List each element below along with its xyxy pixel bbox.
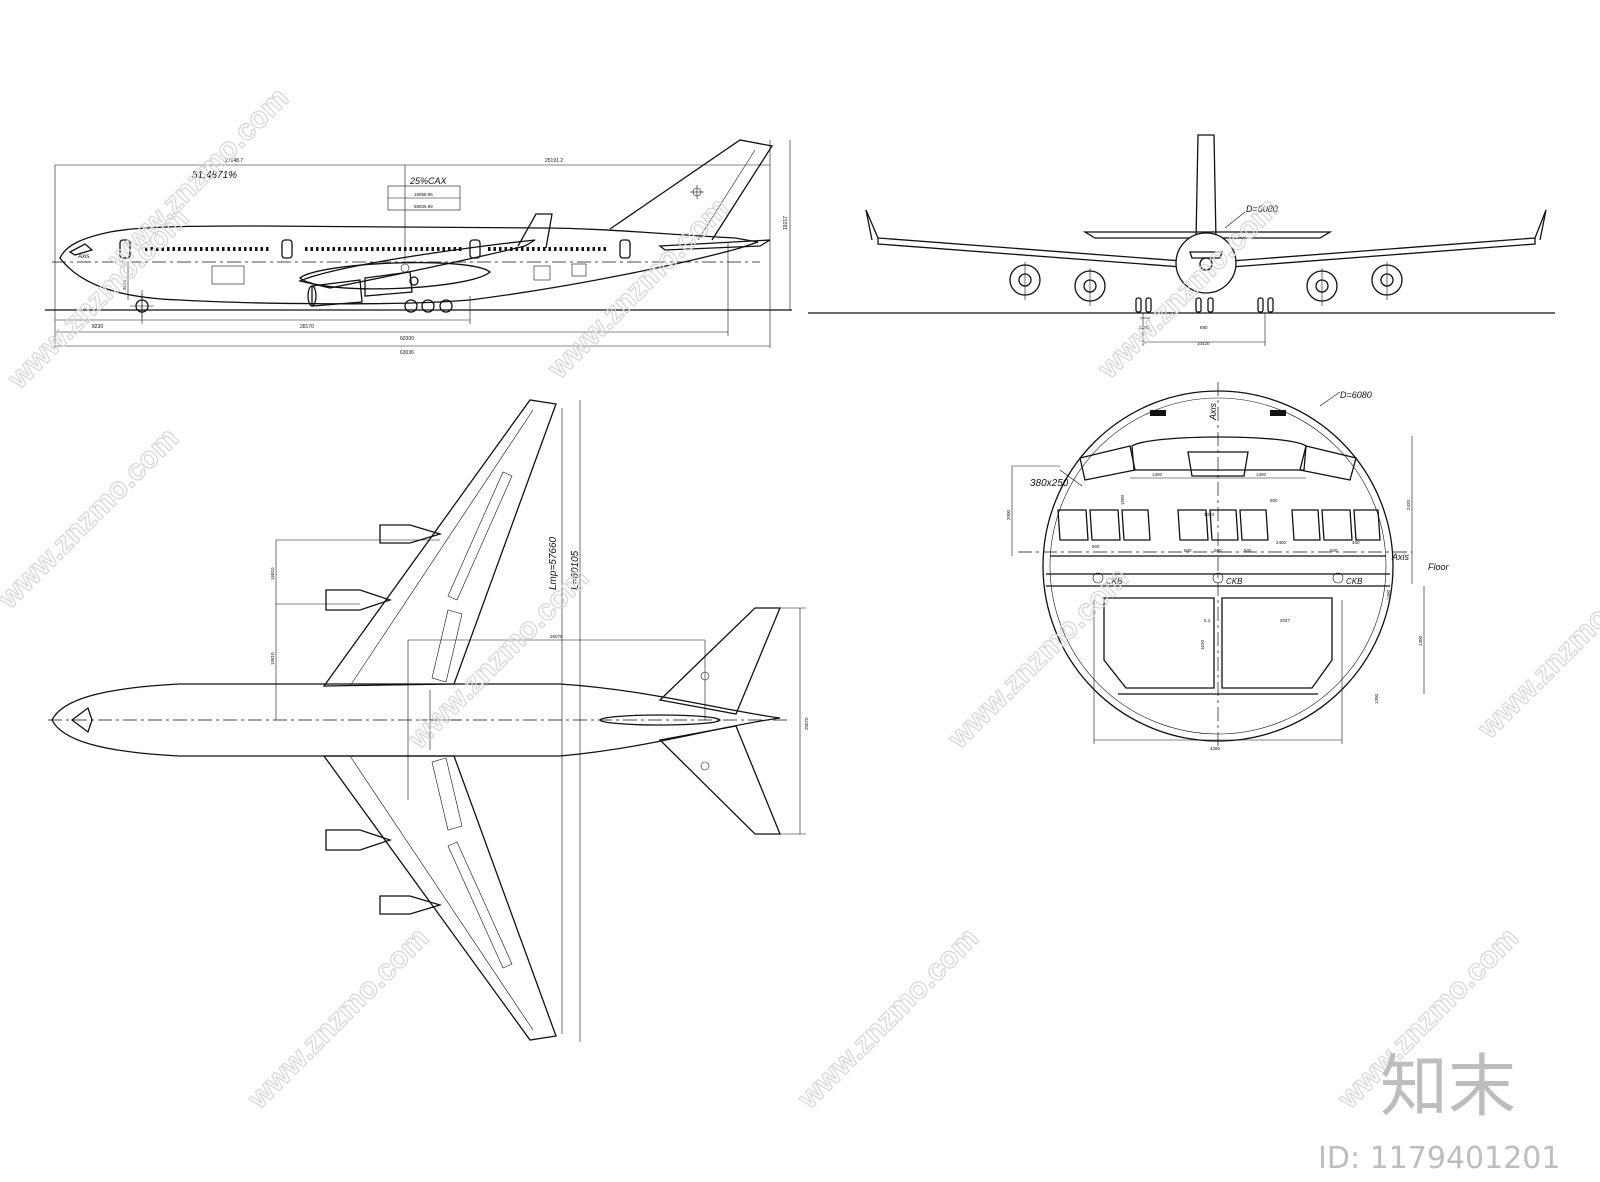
- front-diameter-label: D=6080: [1246, 204, 1278, 214]
- dim-top-left: 27148.7: [225, 158, 243, 164]
- dim-track: 10420: [1197, 341, 1210, 346]
- dim-c1: 1300: [1386, 589, 1391, 600]
- dim-stab: 20070: [804, 717, 809, 730]
- watermark-id: ID: 1179401201: [1318, 1141, 1560, 1176]
- axis-label: Axis: [77, 254, 89, 260]
- watermark-text: www.znzmo.com: [0, 422, 185, 616]
- dim-b5: 500: [1330, 548, 1338, 553]
- watermark-text: www.znzmo.com: [541, 192, 735, 386]
- dim-small: 5.1: [1204, 618, 1211, 623]
- dim-gear-1: 2200: [1139, 325, 1150, 330]
- dim-cax-1: 18058.95: [414, 192, 433, 197]
- dim-a3: 2400: [1276, 540, 1287, 545]
- dim-eng-1: 16810: [270, 567, 275, 580]
- dim-height: 19217: [783, 216, 789, 230]
- dim-fuse-len: 60300: [400, 336, 414, 342]
- section-axis-label-2: Axis: [1391, 552, 1410, 562]
- seat-label: 380x250: [1030, 478, 1069, 489]
- floor-label: Floor: [1428, 562, 1450, 572]
- watermark-text: www.znzmo.com: [1471, 552, 1600, 746]
- watermark-logo: 知末: [1380, 1048, 1516, 1127]
- dim-seat-h: 1500: [1120, 494, 1125, 505]
- dim-side-h: 2000: [1006, 509, 1011, 520]
- cross-section: D=6080 Axis Axis Floor 380x250 CKB CKB C…: [1006, 382, 1450, 751]
- dim-b2: 500: [1184, 548, 1192, 553]
- dim-c3: 1300: [1374, 693, 1379, 704]
- section-axis-label: Axis: [1208, 402, 1218, 421]
- dim-b3: 500: [1214, 548, 1222, 553]
- dim-gear-2: 880: [1200, 325, 1208, 330]
- dim-cax-2: 68836.89: [414, 204, 433, 209]
- side-view: 51,4871% 25%CAX Axis 27148.7 25191.2 180…: [45, 139, 792, 356]
- dim-bin-1: 1300: [1152, 472, 1163, 477]
- dim-bin-2: 1300: [1256, 472, 1267, 477]
- top-view: Lmp=57660 L=60105 16810 10810 28075 2007…: [48, 399, 809, 1042]
- watermark-text: www.znzmo.com: [1091, 192, 1285, 386]
- dim-a2: 500: [1270, 498, 1278, 503]
- cax-label: 25%CAX: [409, 176, 448, 186]
- dim-gear: 3616: [122, 279, 127, 290]
- dim-total-len: 63036: [400, 350, 414, 356]
- dim-c2: 1300: [1418, 635, 1423, 646]
- dim-a4: 450: [1352, 540, 1360, 545]
- dim-top-right: 25191.2: [545, 158, 563, 164]
- dim-cargo-w: 2047: [1280, 618, 1291, 623]
- span-label: L=60105: [570, 550, 581, 590]
- seat-rows: [1057, 509, 1381, 541]
- flaps: [431, 471, 513, 969]
- section-diameter-label: D=6080: [1340, 390, 1372, 400]
- ckb-label-center: CKB: [1226, 577, 1243, 586]
- dim-b1: 500: [1092, 544, 1100, 549]
- watermark-text: www.znzmo.com: [401, 562, 595, 756]
- dim-wheelbase: 28170: [300, 324, 314, 330]
- dim-a1: 1030: [1204, 512, 1215, 517]
- dim-cargo-h: 1620: [1200, 639, 1205, 650]
- dim-b4: 500: [1244, 548, 1252, 553]
- dim-bottom-w: 4280: [1210, 746, 1221, 751]
- watermark-text: www.znzmo.com: [101, 82, 295, 276]
- dim-tail: 28075: [550, 634, 563, 639]
- ckb-label-right: CKB: [1346, 577, 1363, 586]
- lmp-label: Lmp=57660: [548, 536, 559, 590]
- dim-eng-2: 10810: [270, 652, 275, 665]
- watermark-text: www.znzmo.com: [241, 922, 435, 1116]
- ckb-label-left: CKB: [1106, 577, 1123, 586]
- front-view: D=6080 2200 880 10420: [808, 134, 1555, 346]
- landing-gear-front: [1135, 297, 1274, 313]
- dim-right-h: 2420: [1406, 499, 1411, 510]
- percent-label: 51,4871%: [192, 170, 237, 181]
- engines-front: [1009, 262, 1403, 306]
- dim-nose: 8230: [92, 324, 103, 330]
- engines-top: [325, 524, 443, 915]
- watermark-text: www.znzmo.com: [791, 922, 985, 1116]
- watermark-text: www.znzmo.com: [941, 562, 1135, 756]
